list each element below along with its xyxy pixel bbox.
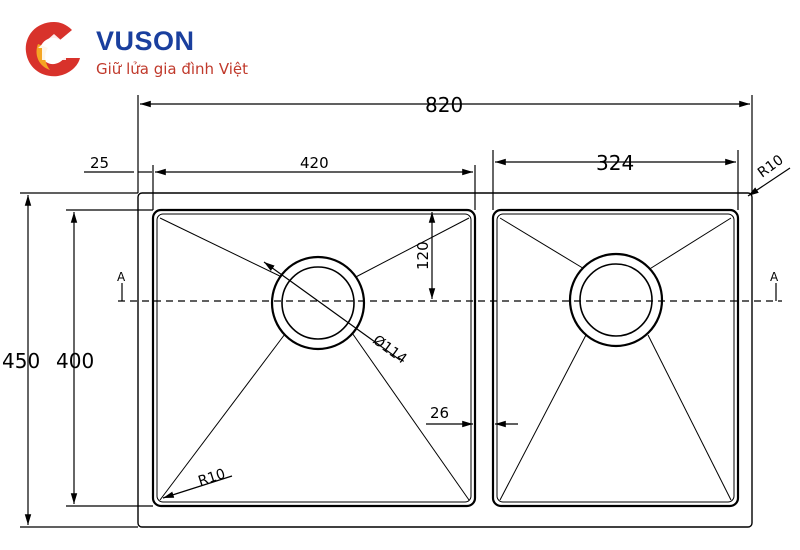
dim-edge-offset-label: 25 <box>90 154 109 172</box>
dim-overall-width <box>137 95 753 193</box>
section-line <box>118 283 782 302</box>
dim-right-bowl-width-label: 324 <box>596 151 634 175</box>
brand-name: VUSON <box>96 26 195 56</box>
dim-corner-radius-inner-label: R10 <box>196 466 227 490</box>
dim-overall-width-label: 820 <box>425 93 463 117</box>
dim-corner-radius-inner <box>162 475 233 499</box>
dim-left-bowl-width <box>152 165 476 210</box>
dim-drain-diameter-label: Ø114 <box>370 332 410 367</box>
brand-tagline: Giữ lửa gia đình Việt <box>96 60 249 78</box>
dim-bowl-depth-label: 400 <box>56 349 94 373</box>
bowl-slope-lines <box>159 217 732 501</box>
dim-bowl-depth <box>66 209 153 507</box>
dim-drain-offset-label: 120 <box>414 241 432 270</box>
brand-logo: VUSON Giữ lửa gia đình Việt <box>14 14 274 86</box>
dim-overall-depth-label: 450 <box>2 349 40 373</box>
dim-right-bowl-width <box>492 150 739 210</box>
section-marker-right: A <box>770 270 779 284</box>
dim-drain-diameter <box>263 261 401 361</box>
drain-left <box>270 255 366 351</box>
section-marker-left: A <box>117 270 126 284</box>
dim-divider-label: 26 <box>430 404 449 422</box>
dim-left-bowl-width-label: 420 <box>300 154 329 172</box>
dim-corner-radius-outer-label: R10 <box>755 152 787 181</box>
dim-overall-depth <box>20 192 138 528</box>
dim-corner-radius-outer <box>747 167 791 197</box>
sink-outline <box>137 192 753 528</box>
drain-right <box>568 252 664 348</box>
vuson-logo-icon <box>25 22 80 77</box>
